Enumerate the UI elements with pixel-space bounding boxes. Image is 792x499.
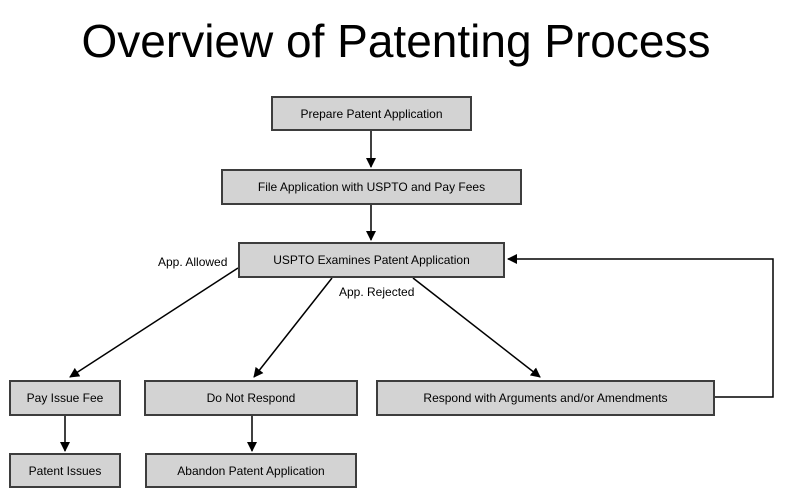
edge-label-app-rejected: App. Rejected [339,285,415,299]
node-respond-with-arguments: Respond with Arguments and/or Amendments [376,380,715,416]
node-file-application-with-uspto: File Application with USPTO and Pay Fees [221,169,522,205]
edge-examine-pay [69,267,239,378]
edge-examine-respond [412,277,541,378]
edge-examine-norespond [253,277,333,378]
node-uspto-examines-application: USPTO Examines Patent Application [238,242,505,278]
edge-label-app-allowed: App. Allowed [158,255,228,269]
node-prepare-patent-application: Prepare Patent Application [271,96,472,131]
edge-respond-examine-loop [507,254,774,398]
diagram-title: Overview of Patenting Process [81,15,711,67]
node-abandon-patent-application: Abandon Patent Application [145,453,357,488]
node-patent-issues: Patent Issues [9,453,121,488]
node-pay-issue-fee: Pay Issue Fee [9,380,121,416]
node-do-not-respond: Do Not Respond [144,380,358,416]
